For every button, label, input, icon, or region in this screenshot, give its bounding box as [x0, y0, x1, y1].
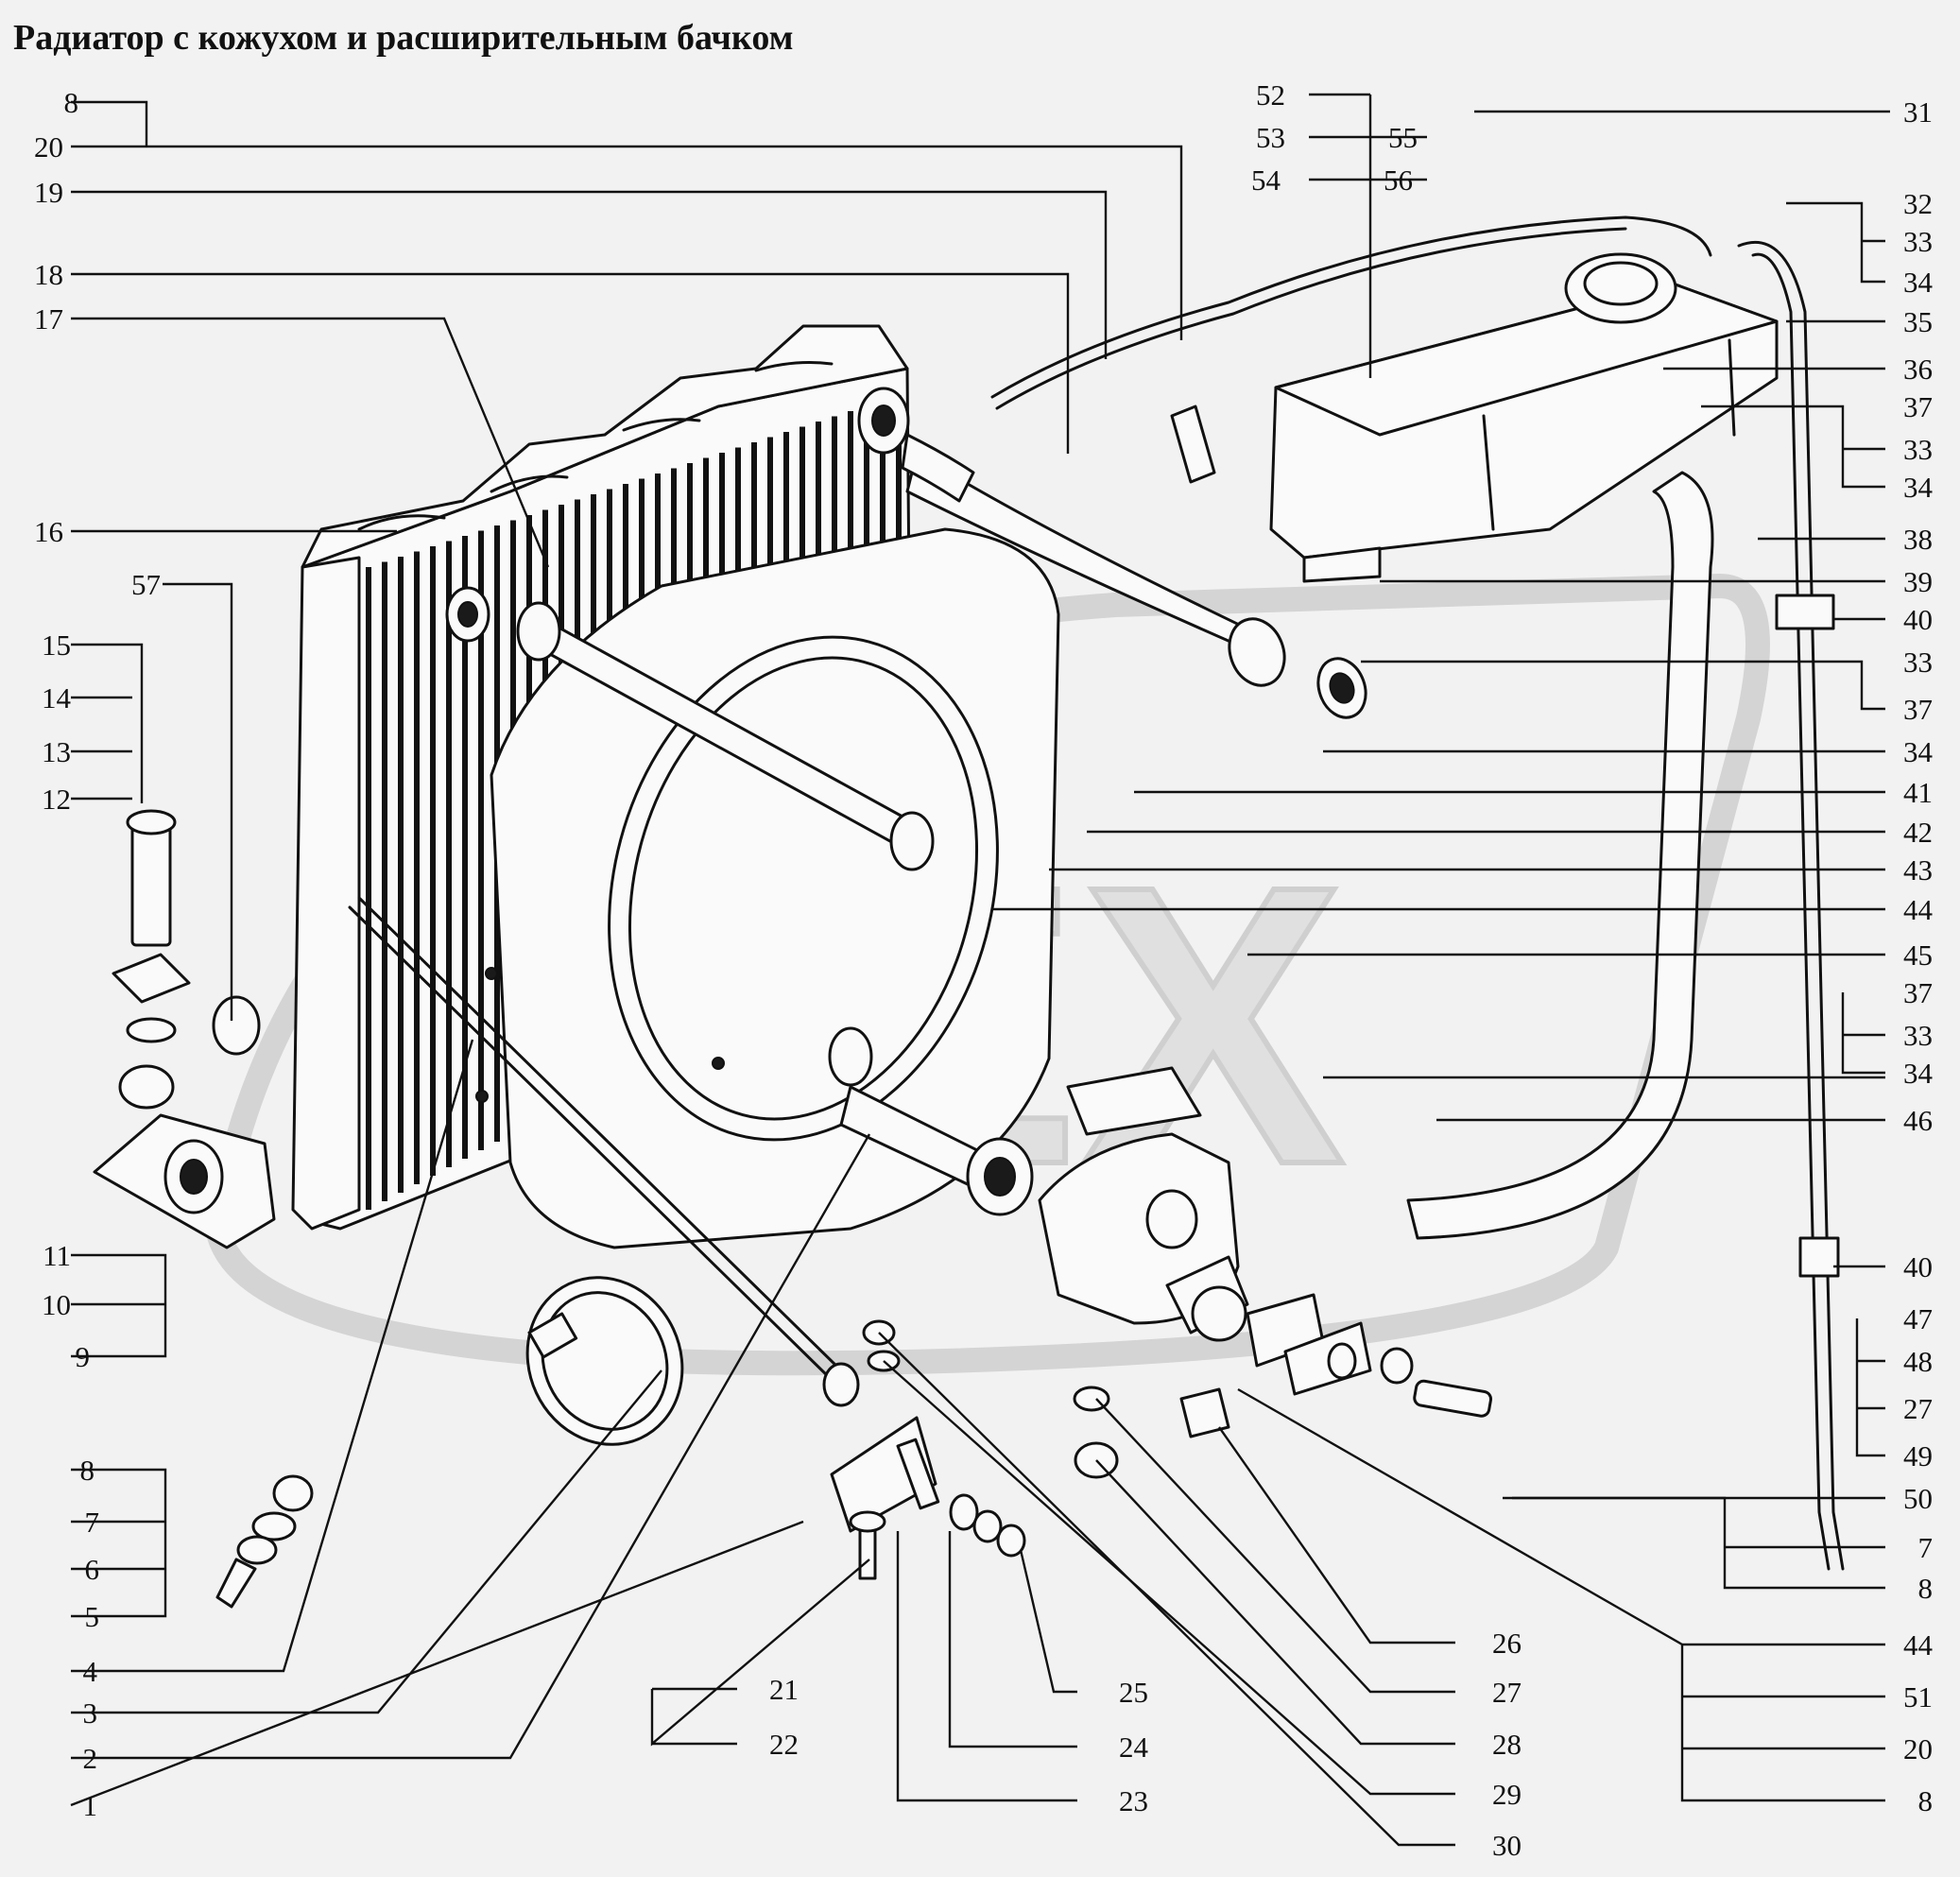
right-label: 44: [1903, 1628, 1934, 1662]
right-label: 27: [1903, 1392, 1933, 1425]
top-label: 52: [1256, 78, 1285, 112]
bottom-label: 29: [1492, 1778, 1522, 1811]
right-label: 37: [1903, 390, 1933, 423]
right-label: 41: [1903, 776, 1933, 809]
right-label: 37: [1903, 976, 1933, 1009]
radiator-illustration: [93, 215, 1845, 1609]
fan-shroud: [475, 527, 1060, 1249]
return-hose: [1406, 471, 1714, 1240]
right-label: 51: [1903, 1680, 1933, 1713]
bottom-label: 30: [1492, 1829, 1522, 1862]
right-label: 33: [1903, 433, 1933, 466]
bottom-label: 21: [769, 1673, 799, 1706]
right-label: 32: [1903, 187, 1933, 220]
left-label: 16: [34, 515, 63, 548]
right-label: 37: [1903, 693, 1933, 726]
right-label: 39: [1903, 565, 1933, 598]
left-label: 8: [64, 86, 79, 119]
bottom-label: 27: [1492, 1676, 1522, 1709]
lower-hose: [828, 1026, 1034, 1216]
right-label: 34: [1903, 735, 1934, 768]
right-label: 44: [1903, 893, 1934, 926]
right-label: 48: [1903, 1345, 1933, 1378]
left-label: 1: [83, 1789, 98, 1822]
left-label: 11: [43, 1239, 71, 1272]
right-label: 8: [1918, 1784, 1934, 1817]
right-label: 34: [1903, 1057, 1934, 1090]
leader-lines: [70, 93, 1890, 1847]
left-label: 2: [83, 1742, 98, 1775]
fasteners: [93, 405, 1493, 1609]
left-label: 9: [76, 1340, 91, 1373]
top-label: 53: [1256, 121, 1285, 154]
upper-hose: [516, 601, 935, 871]
overflow-tube: [990, 215, 1712, 399]
bottom-label: 26: [1492, 1627, 1522, 1660]
left-label: 19: [34, 176, 63, 209]
right-label: 20: [1903, 1732, 1933, 1765]
top-label: 56: [1384, 164, 1413, 197]
top-label: 55: [1388, 121, 1418, 154]
top-label: 54: [1251, 164, 1281, 197]
left-label: 18: [34, 258, 63, 291]
bottom-label: 22: [769, 1728, 799, 1761]
bottom-label: 28: [1492, 1728, 1522, 1761]
bottom-label: 23: [1119, 1784, 1148, 1817]
right-label: 34: [1903, 266, 1934, 299]
left-label: 7: [85, 1506, 100, 1539]
outlet-hose: [901, 433, 1367, 719]
right-label: 31: [1903, 95, 1933, 129]
pump-body: [1038, 1066, 1372, 1396]
bottom-label: 25: [1119, 1676, 1148, 1709]
tie-rod: [348, 905, 834, 1382]
right-label: 34: [1903, 471, 1934, 504]
right-label: 35: [1903, 305, 1933, 338]
right-label: 46: [1903, 1104, 1933, 1137]
right-label: 50: [1903, 1482, 1933, 1515]
left-label: 57: [131, 568, 161, 601]
right-label: 33: [1903, 225, 1933, 258]
left-label: 12: [42, 783, 71, 816]
left-label: 15: [42, 629, 71, 662]
left-label: 17: [34, 302, 63, 336]
right-label: 40: [1903, 603, 1933, 636]
left-label: 10: [42, 1288, 71, 1321]
right-label: 38: [1903, 523, 1933, 556]
right-label: 8: [1918, 1572, 1934, 1605]
left-label: 6: [85, 1553, 100, 1586]
right-label: 42: [1903, 816, 1933, 849]
right-label: 40: [1903, 1250, 1933, 1283]
left-label: 8: [80, 1454, 95, 1487]
right-label: 43: [1903, 853, 1933, 887]
right-label: 36: [1903, 353, 1933, 386]
drain-tube: [1737, 240, 1845, 1571]
bottom-label: 24: [1119, 1731, 1149, 1764]
right-label: 7: [1918, 1531, 1934, 1564]
right-label: 47: [1903, 1302, 1933, 1335]
expansion-tank: [1269, 252, 1779, 583]
right-label: 33: [1903, 646, 1933, 679]
right-label: 33: [1903, 1019, 1933, 1052]
left-label: 5: [85, 1600, 100, 1633]
right-label: 45: [1903, 938, 1933, 972]
diagram-title: Радиатор с кожухом и расширительным бачк…: [13, 18, 794, 58]
hose-clamp: [525, 1276, 684, 1446]
left-label: 4: [83, 1655, 98, 1688]
left-label: 3: [83, 1696, 98, 1730]
right-label: 49: [1903, 1439, 1933, 1472]
left-label: 20: [34, 130, 63, 164]
left-label: 13: [42, 735, 71, 768]
left-label: 14: [42, 681, 72, 715]
